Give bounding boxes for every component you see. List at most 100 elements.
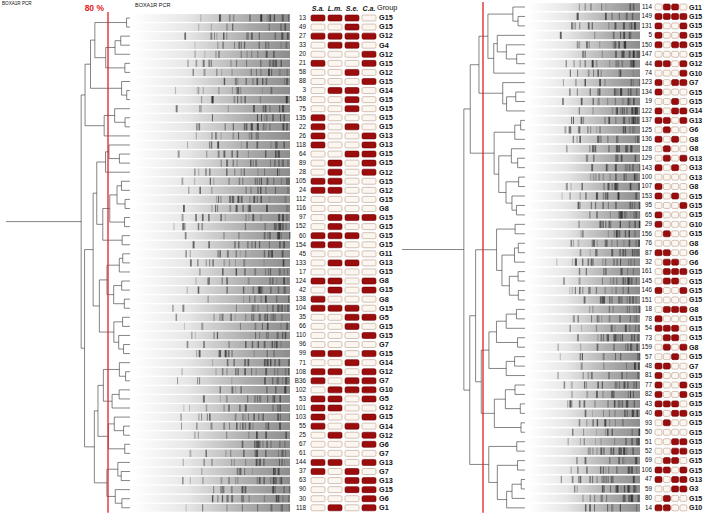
gel-band	[570, 192, 571, 199]
gel-band	[638, 363, 640, 370]
gel-band	[185, 250, 186, 257]
gel-band	[233, 196, 234, 203]
gel-band	[568, 438, 569, 445]
gel-band	[254, 395, 255, 402]
gel-band	[590, 448, 591, 455]
gel-band	[619, 230, 621, 237]
positive-mark	[362, 169, 376, 175]
gel-band	[235, 259, 236, 266]
negative-mark	[345, 369, 359, 375]
gel-band	[633, 3, 634, 10]
negative-mark	[311, 169, 325, 175]
gel-band	[606, 164, 607, 171]
gel-band	[627, 400, 628, 407]
gel-band	[596, 60, 598, 67]
gel-band	[286, 323, 288, 330]
gel-band	[284, 241, 285, 248]
tree-branch	[514, 247, 518, 248]
gel-band	[232, 23, 233, 30]
negative-mark	[311, 51, 325, 57]
positive-mark	[345, 233, 359, 239]
gel-band	[590, 249, 591, 256]
gel-band	[286, 178, 288, 185]
gel-band	[226, 432, 227, 439]
tree-branch	[119, 398, 130, 399]
gel-band	[630, 495, 632, 502]
gel-band	[242, 441, 244, 448]
gel-band	[615, 51, 616, 58]
tree-branch	[94, 410, 98, 411]
gel-band	[634, 363, 635, 370]
tree-branch	[518, 25, 525, 26]
gel-band	[637, 334, 639, 341]
negative-mark	[311, 342, 325, 348]
tree-branch	[123, 253, 130, 254]
positive-mark	[311, 142, 325, 148]
negative-mark	[328, 269, 342, 275]
tree-branch	[497, 270, 502, 271]
gel-band	[194, 51, 196, 58]
gel-band	[258, 413, 259, 420]
gel-band	[609, 296, 610, 303]
gel-band	[604, 476, 605, 483]
tree-branch	[515, 356, 525, 357]
gel-band	[621, 51, 623, 58]
gel-band	[593, 98, 594, 105]
tree-branch	[494, 73, 525, 74]
gel-band	[590, 495, 591, 502]
gel-band	[635, 221, 636, 228]
tree-branch	[114, 321, 123, 322]
gel-band	[208, 277, 209, 284]
gel-band	[639, 495, 640, 502]
gel-band	[580, 249, 582, 256]
gel-band	[265, 432, 267, 439]
tree-branch	[108, 448, 124, 449]
positive-mark	[345, 124, 359, 130]
gel-band	[616, 183, 618, 190]
gel-band	[220, 132, 221, 139]
gel-band	[278, 450, 279, 457]
tree-branch	[125, 199, 130, 200]
gel-band	[585, 410, 586, 417]
gel-band	[202, 214, 204, 221]
gel-band	[246, 60, 247, 67]
gel-band	[597, 344, 599, 351]
gel-band	[281, 33, 282, 40]
tree-branch	[494, 174, 499, 175]
gel-lane	[133, 359, 290, 367]
gel-band	[267, 323, 269, 330]
gel-band	[635, 296, 637, 303]
gel-band	[253, 105, 255, 112]
gel-lane	[133, 168, 290, 176]
gel-band	[233, 14, 235, 21]
gel-band	[288, 368, 289, 375]
gel-band	[198, 23, 199, 30]
tree-branch	[109, 158, 119, 159]
gel-band	[289, 413, 290, 420]
gel-band	[633, 448, 634, 455]
gel-band	[616, 287, 617, 294]
gel-lane	[528, 173, 640, 181]
gel-band	[213, 486, 214, 493]
gel-band	[204, 51, 205, 58]
gel-lane	[528, 258, 640, 266]
gel-band	[199, 187, 200, 194]
gel-band	[233, 359, 235, 366]
gel-band	[282, 14, 284, 21]
tree-branch	[518, 281, 525, 282]
tree-branch	[85, 64, 90, 65]
gel-band	[227, 495, 229, 502]
gel-lane	[133, 277, 290, 285]
gel-band	[181, 368, 182, 375]
gel-band	[609, 315, 611, 322]
gel-band	[222, 314, 224, 321]
tree-branch	[118, 462, 130, 463]
gel-band	[222, 368, 224, 375]
gel-band	[629, 296, 630, 303]
gel-band	[231, 377, 232, 384]
gel-band	[285, 332, 286, 339]
gel-band	[264, 169, 265, 176]
gel-lane	[133, 223, 290, 231]
tree-branch	[512, 484, 521, 485]
gel-band	[256, 178, 258, 185]
